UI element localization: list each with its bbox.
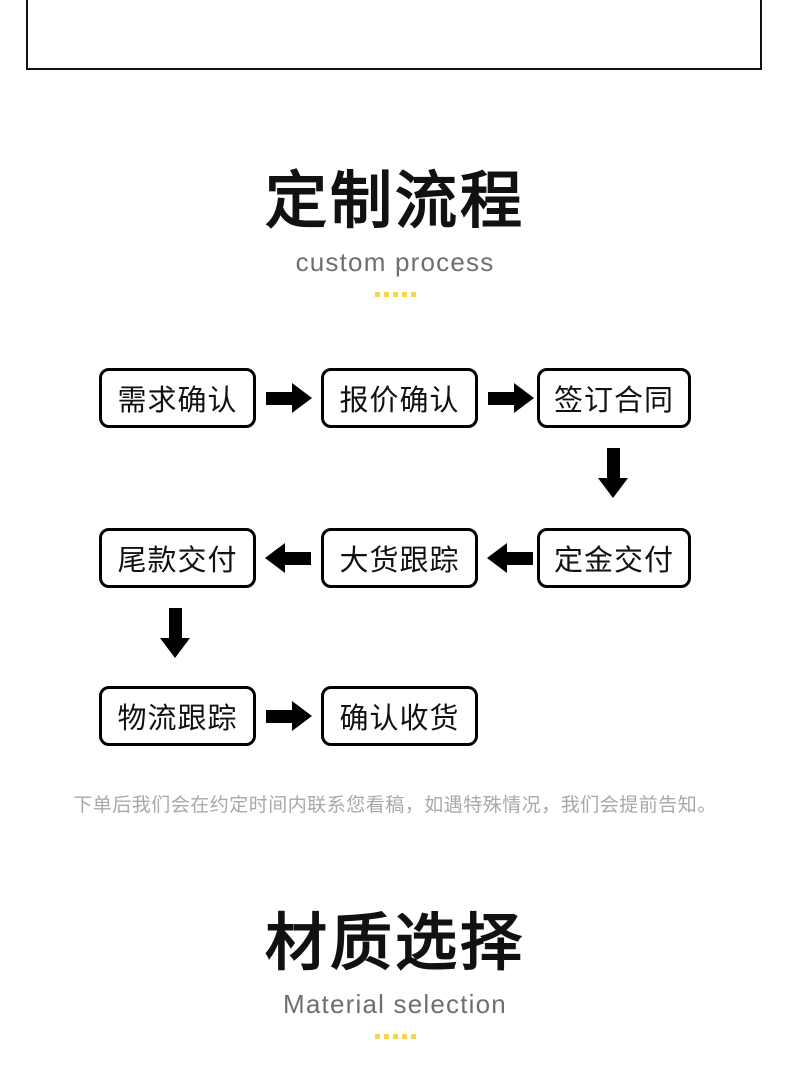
arrow-right-icon <box>266 383 312 413</box>
flow-step-quotation-confirmation[interactable]: 报价确认 <box>321 368 478 428</box>
flow-step-confirm-receipt[interactable]: 确认收货 <box>321 686 478 746</box>
accent-dot <box>392 1034 398 1040</box>
flow-step-sign-contract[interactable]: 签订合同 <box>537 368 691 428</box>
flow-step-balance-payment[interactable]: 尾款交付 <box>99 528 256 588</box>
accent-dots <box>0 1034 790 1040</box>
accent-dot <box>383 1034 389 1040</box>
flowchart-note: 下单后我们会在约定时间内联系您看稿，如遇特殊情况，我们会提前告知。 <box>73 794 717 816</box>
flow-step-bulk-order-tracking[interactable]: 大货跟踪 <box>321 528 478 588</box>
accent-dot <box>410 1034 416 1040</box>
accent-dot <box>401 292 407 298</box>
flow-step-requirement-confirmation[interactable]: 需求确认 <box>99 368 256 428</box>
section-title-cn: 材质选择 <box>264 906 525 979</box>
arrow-left-icon <box>265 543 311 573</box>
section-heading-material-selection: 材质选择 Material selection <box>0 906 790 1040</box>
top-partial-frame <box>26 0 762 70</box>
accent-dot <box>401 1034 407 1040</box>
section-title-en: Material selection <box>283 989 507 1020</box>
accent-dots <box>0 292 790 298</box>
flow-step-logistics-tracking[interactable]: 物流跟踪 <box>99 686 256 746</box>
page-title-cn: 定制流程 <box>264 164 525 237</box>
arrow-down-icon <box>598 448 628 498</box>
accent-dot <box>383 292 389 298</box>
accent-dot <box>374 292 380 298</box>
section-heading-custom-process: 定制流程 custom process <box>0 164 790 298</box>
accent-dot <box>374 1034 380 1040</box>
page-title-en: custom process <box>295 247 495 278</box>
flow-step-deposit-payment[interactable]: 定金交付 <box>537 528 691 588</box>
accent-dot <box>410 292 416 298</box>
arrow-right-icon <box>488 383 534 413</box>
arrow-right-icon <box>266 701 312 731</box>
arrow-left-icon <box>487 543 533 573</box>
arrow-down-icon <box>160 608 190 658</box>
accent-dot <box>392 292 398 298</box>
